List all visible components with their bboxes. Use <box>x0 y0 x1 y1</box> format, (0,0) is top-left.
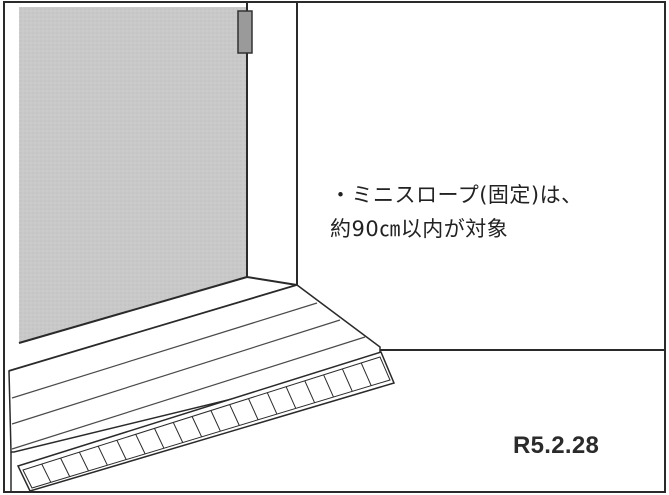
ramp-tile-divider <box>172 422 184 443</box>
door-stopper <box>237 10 253 54</box>
ramp-tile-divider <box>154 428 165 449</box>
ramp-tile-divider <box>78 451 89 472</box>
ramp-groove-line <box>11 319 341 425</box>
ramp-tile-divider <box>60 457 71 477</box>
date-label: R5.2.28 <box>513 432 600 459</box>
ramp-tile-divider <box>285 386 297 409</box>
ramp-tile-divider <box>360 362 372 386</box>
ramp-tile-strip <box>22 356 391 489</box>
ramp-groove-line <box>11 336 366 450</box>
ramp-front-edge <box>16 351 396 492</box>
doorway-shaded-panel <box>19 7 247 343</box>
ramp-tile-dividers <box>41 362 372 483</box>
ramp-tile-divider <box>304 380 316 403</box>
ramp-note-line-2: 約90㎝以内が対象 <box>330 217 509 241</box>
ramp-groove-line <box>11 302 318 399</box>
ramp-tile-divider <box>116 440 127 460</box>
ramp-tile-divider <box>341 368 353 392</box>
ramp-tile-divider <box>135 434 146 455</box>
ramp-note-line-1: ・ミニスロープ(固定)は、 <box>330 183 583 207</box>
ramp-tile-divider <box>210 410 221 432</box>
threshold-back-edge <box>18 276 248 344</box>
ramp-note: ・ミニスロープ(固定)は、 約90㎝以内が対象 <box>330 178 583 246</box>
ramp-tile-divider <box>323 374 334 398</box>
ramp-tile-divider <box>191 416 203 438</box>
ramp-tile-divider <box>97 445 108 466</box>
ramp-tile-divider <box>266 392 278 415</box>
ramp-tile-divider <box>41 463 52 483</box>
ramp-tile-divider <box>248 398 259 421</box>
threshold-side-edge <box>246 276 298 286</box>
ramp-tile-divider <box>229 404 240 426</box>
